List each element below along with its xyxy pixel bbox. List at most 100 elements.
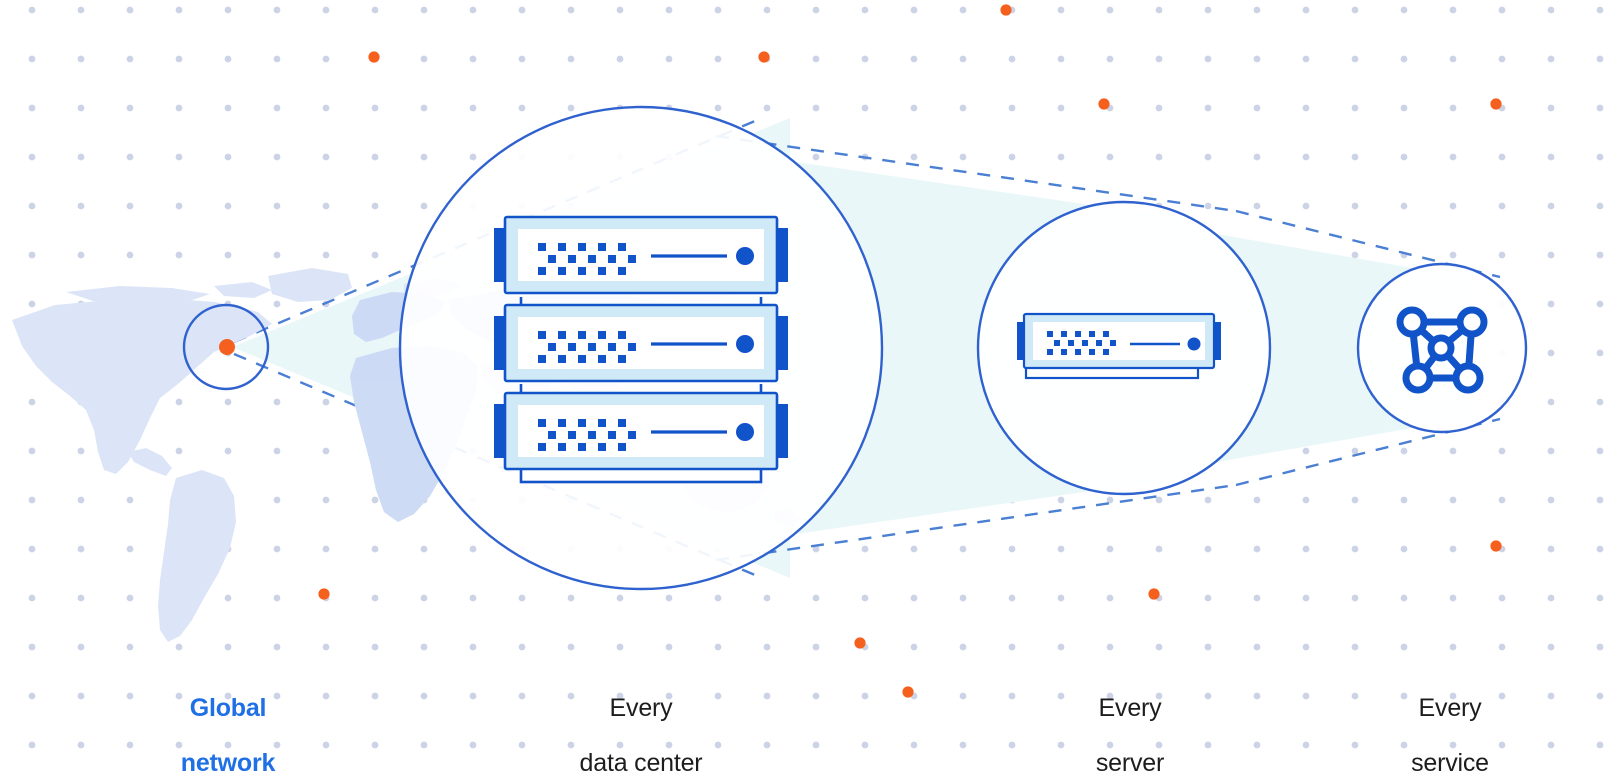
grid-dot bbox=[420, 202, 428, 210]
grid-dot bbox=[77, 55, 85, 63]
grid-dot bbox=[77, 741, 85, 749]
grid-dot bbox=[910, 594, 918, 602]
grid-dot bbox=[714, 104, 722, 112]
grid-dot bbox=[1449, 692, 1457, 700]
network-node-top-right bbox=[1456, 306, 1488, 338]
grid-dot bbox=[1498, 692, 1506, 700]
stage-every-data-center[interactable] bbox=[398, 105, 884, 591]
grid-dot bbox=[910, 545, 918, 553]
grid-dot bbox=[1449, 153, 1457, 161]
grid-dot bbox=[665, 6, 673, 14]
grid-dot bbox=[224, 447, 232, 455]
grid-dot bbox=[1351, 447, 1359, 455]
grid-dot bbox=[469, 692, 477, 700]
grid-dot bbox=[322, 55, 330, 63]
grid-dot bbox=[1596, 6, 1604, 14]
grid-dot bbox=[910, 6, 918, 14]
grid-dot bbox=[273, 202, 281, 210]
server-unit-2[interactable] bbox=[494, 303, 788, 383]
grid-dot bbox=[1057, 6, 1065, 14]
grid-dot bbox=[273, 496, 281, 504]
grid-dot bbox=[1351, 55, 1359, 63]
grid-dot bbox=[616, 692, 624, 700]
grid-dot bbox=[371, 741, 379, 749]
grid-dot bbox=[1351, 545, 1359, 553]
grid-dot bbox=[616, 643, 624, 651]
grid-dot bbox=[28, 6, 36, 14]
grid-dot bbox=[371, 104, 379, 112]
location-marker-icon[interactable] bbox=[219, 339, 235, 355]
server-rack-icon[interactable] bbox=[494, 215, 788, 484]
single-server-icon[interactable] bbox=[1017, 312, 1221, 380]
grid-dot bbox=[1204, 104, 1212, 112]
grid-dot bbox=[1596, 545, 1604, 553]
grid-dot bbox=[224, 692, 232, 700]
grid-dot bbox=[126, 55, 134, 63]
grid-dot bbox=[714, 692, 722, 700]
grid-dot bbox=[77, 545, 85, 553]
grid-dot bbox=[126, 6, 134, 14]
grid-dot bbox=[273, 692, 281, 700]
grid-dot bbox=[1253, 55, 1261, 63]
grid-dot bbox=[1155, 153, 1163, 161]
grid-dot bbox=[763, 104, 771, 112]
grid-dot bbox=[1351, 153, 1359, 161]
grid-dot bbox=[273, 447, 281, 455]
server-unit-3[interactable] bbox=[494, 391, 788, 471]
grid-dot bbox=[1498, 251, 1506, 259]
grid-accent-dot bbox=[318, 588, 330, 600]
grid-dot bbox=[1596, 398, 1604, 406]
grid-dot bbox=[1547, 349, 1555, 357]
network-nodes-icon[interactable] bbox=[1396, 306, 1488, 394]
grid-dot bbox=[1057, 55, 1065, 63]
grid-dot bbox=[763, 692, 771, 700]
dashed-line-bottom-2 bbox=[715, 483, 1237, 562]
grid-dot bbox=[322, 6, 330, 14]
grid-dot bbox=[224, 741, 232, 749]
grid-dot bbox=[1449, 741, 1457, 749]
grid-dot bbox=[1008, 643, 1016, 651]
grid-dot bbox=[28, 741, 36, 749]
grid-dot bbox=[1351, 692, 1359, 700]
grid-dot bbox=[1449, 55, 1457, 63]
grid-accent-dot bbox=[368, 51, 380, 63]
grid-dot bbox=[77, 496, 85, 504]
grid-dot bbox=[28, 692, 36, 700]
grid-dot bbox=[959, 741, 967, 749]
grid-dot bbox=[322, 398, 330, 406]
grid-dot bbox=[959, 55, 967, 63]
stage-global-network[interactable] bbox=[182, 303, 270, 391]
grid-dot bbox=[1008, 153, 1016, 161]
grid-dot bbox=[1596, 496, 1604, 504]
grid-dot bbox=[1302, 153, 1310, 161]
grid-dot bbox=[126, 594, 134, 602]
label-every-service-line2: service bbox=[1411, 748, 1489, 777]
grid-dot bbox=[469, 153, 477, 161]
grid-dot bbox=[77, 251, 85, 259]
grid-dot bbox=[567, 55, 575, 63]
grid-dot bbox=[273, 398, 281, 406]
grid-dot bbox=[273, 643, 281, 651]
grid-dot bbox=[1106, 545, 1114, 553]
grid-dot bbox=[28, 202, 36, 210]
grid-dot bbox=[420, 594, 428, 602]
single-server-led-matrix bbox=[1047, 331, 1116, 355]
label-global-network-line2: network bbox=[180, 748, 276, 777]
stage-every-server[interactable] bbox=[976, 200, 1272, 496]
grid-accent-dot bbox=[1148, 588, 1160, 600]
grid-dot bbox=[1057, 104, 1065, 112]
server-unit-1[interactable] bbox=[494, 215, 788, 295]
grid-dot bbox=[322, 692, 330, 700]
grid-dot bbox=[1155, 643, 1163, 651]
grid-dot bbox=[420, 545, 428, 553]
grid-dot bbox=[1596, 251, 1604, 259]
grid-dot bbox=[126, 202, 134, 210]
grid-dot bbox=[371, 545, 379, 553]
grid-dot bbox=[1596, 55, 1604, 63]
stage-every-service[interactable] bbox=[1356, 262, 1528, 434]
grid-dot bbox=[1008, 741, 1016, 749]
grid-dot bbox=[714, 741, 722, 749]
grid-dot bbox=[518, 692, 526, 700]
grid-dot bbox=[371, 594, 379, 602]
